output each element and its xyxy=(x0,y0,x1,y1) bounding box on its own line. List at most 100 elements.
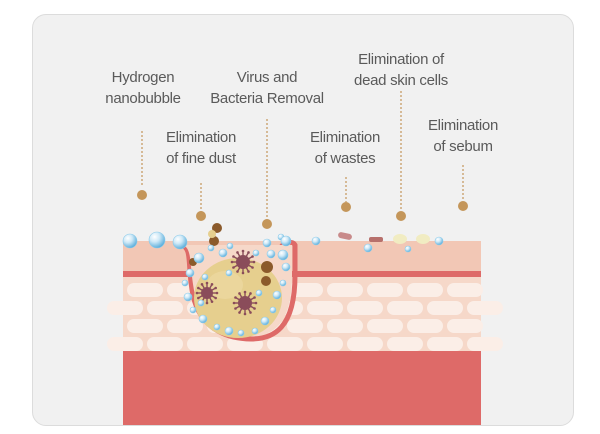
skin-cell xyxy=(107,337,143,351)
dust-highlight xyxy=(207,271,243,299)
label-line: Elimination xyxy=(427,117,499,134)
bacteria xyxy=(209,236,219,246)
hydrogen-nanobubble xyxy=(148,231,166,249)
hydrogen-nanobubble xyxy=(213,323,221,331)
label-line: of wastes xyxy=(314,150,376,167)
hydrogen-nanobubble xyxy=(363,243,373,253)
pore-outline xyxy=(180,239,298,342)
dead-skin-flake xyxy=(369,237,383,242)
sebum-drop xyxy=(393,234,407,244)
virus xyxy=(232,290,258,316)
skin-cell xyxy=(367,319,403,333)
label-sebum: Elimination of sebum xyxy=(413,115,513,157)
hydrogen-nanobubble xyxy=(201,273,209,281)
hydrogen-nanobubble xyxy=(262,238,272,248)
hydrogen-nanobubble xyxy=(172,234,188,250)
hydrogen-bubbles xyxy=(122,231,444,337)
label-dead-skin-cells: Elimination of dead skin cells xyxy=(345,49,457,91)
waste-particle xyxy=(338,232,352,240)
skin-cell xyxy=(387,337,423,351)
hydrogen-nanobubble xyxy=(404,245,412,253)
pointers xyxy=(141,91,464,220)
skin-cell xyxy=(387,301,423,315)
skin-cell xyxy=(167,319,203,333)
skin-cell xyxy=(307,337,343,351)
skin-cell xyxy=(187,337,223,351)
hydrogen-nanobubble xyxy=(266,249,276,259)
hydrogen-nanobubble xyxy=(189,306,197,314)
hydrogen-nanobubble xyxy=(198,314,208,324)
hydrogen-nanobubble xyxy=(207,244,215,252)
pointer-dot-wastes xyxy=(341,202,351,212)
sebum-drop xyxy=(416,234,430,244)
hydrogen-nanobubble xyxy=(434,236,444,246)
dust-particle xyxy=(212,223,222,233)
skin-cell xyxy=(147,301,183,315)
skin-cell xyxy=(447,283,483,297)
hydrogen-nanobubble xyxy=(226,242,234,250)
skin-cell xyxy=(147,337,183,351)
pointer-dot-hydrogen xyxy=(137,190,147,200)
virus xyxy=(195,281,219,305)
label-line: Elimination xyxy=(309,129,381,146)
pointer-dot-sebum xyxy=(458,201,468,211)
hydrogen-nanobubble xyxy=(252,249,260,257)
hydrogen-nanobubble xyxy=(277,249,289,261)
hydrogen-nanobubble xyxy=(185,268,195,278)
hydrogen-nanobubble xyxy=(237,329,245,337)
hydrogen-nanobubble xyxy=(255,289,263,297)
hydrogen-nanobubble xyxy=(311,236,321,246)
hydrogen-nanobubble xyxy=(193,252,205,264)
skin-cell xyxy=(127,319,163,333)
skin-diagram xyxy=(107,91,503,425)
label-virus-bacteria: Virus and Bacteria Removal xyxy=(201,67,333,109)
hydrogen-nanobubble xyxy=(181,279,189,287)
bacteria xyxy=(261,276,271,286)
skin-cell xyxy=(467,337,503,351)
hydrogen-nanobubble xyxy=(197,299,205,307)
skin-cell xyxy=(267,337,303,351)
diagram-panel: Hydrogen nanobubble Virus and Bacteria R… xyxy=(32,14,574,426)
dust-particle xyxy=(208,230,216,238)
skin-cell xyxy=(327,283,363,297)
label-line: nanobubble xyxy=(105,90,181,107)
label-line: Virus and xyxy=(236,69,298,86)
label-line: Elimination of xyxy=(358,51,444,68)
hydrogen-nanobubble xyxy=(218,248,228,258)
hydrogen-nanobubble xyxy=(269,306,277,314)
hydrogen-nanobubble xyxy=(272,290,282,300)
skin-cell xyxy=(127,283,163,297)
label-hydrogen-nanobubble: Hydrogen nanobubble xyxy=(93,67,193,109)
deep-skin-layer xyxy=(123,351,481,425)
pointer-dot-fine-dust xyxy=(196,211,206,221)
hydrogen-nanobubble xyxy=(251,327,259,335)
virus xyxy=(230,249,256,275)
hydrogen-nanobubble xyxy=(280,235,292,247)
label-wastes: Elimination of wastes xyxy=(295,127,395,169)
label-line: dead skin cells xyxy=(354,72,448,89)
pointer-dots xyxy=(137,190,468,229)
skin-cell xyxy=(407,283,443,297)
hydrogen-nanobubble xyxy=(279,279,287,287)
hydrogen-nanobubble xyxy=(122,233,138,249)
skin-cell xyxy=(107,301,143,315)
label-line: of fine dust xyxy=(166,150,236,167)
virus-group xyxy=(195,249,258,316)
skin-cell xyxy=(467,301,503,315)
skin-cell xyxy=(347,337,383,351)
pointer-dot-dead-skin xyxy=(396,211,406,221)
skin-cell xyxy=(347,301,383,315)
skin-cell xyxy=(427,301,463,315)
hydrogen-nanobubble xyxy=(281,262,291,272)
skin-cell xyxy=(407,319,443,333)
hydrogen-nanobubble xyxy=(224,326,234,336)
hydrogen-nanobubble xyxy=(225,269,233,277)
label-fine-dust: Elimination of fine dust xyxy=(151,127,251,169)
label-line: of sebum xyxy=(433,138,493,155)
skin-line xyxy=(123,271,481,277)
label-line: Elimination xyxy=(165,129,237,146)
pointer-dot-virus xyxy=(262,219,272,229)
skin-cell xyxy=(427,337,463,351)
skin-cell xyxy=(327,319,363,333)
skin-cell xyxy=(307,301,343,315)
